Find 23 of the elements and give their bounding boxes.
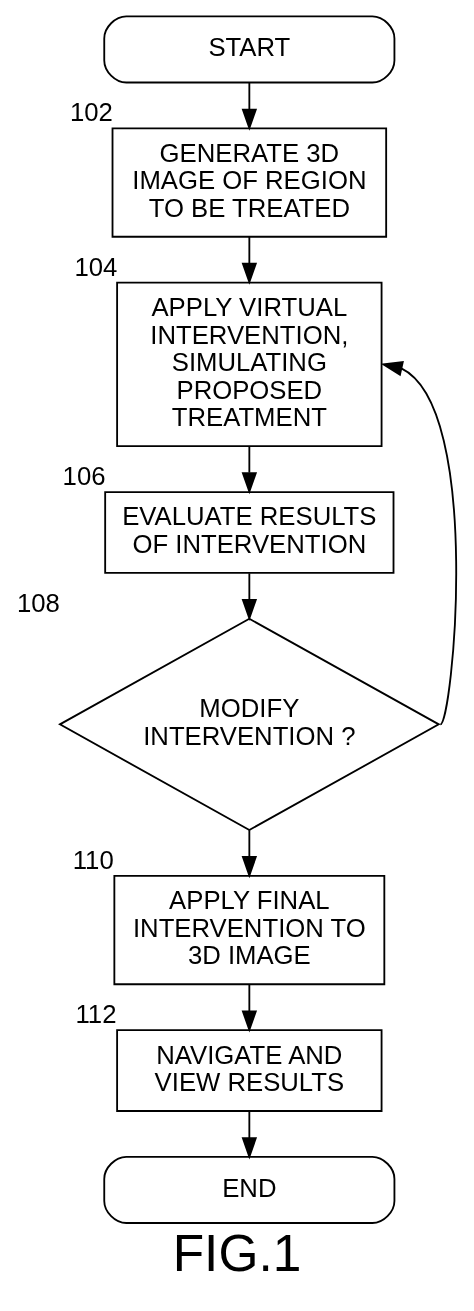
node-box: END (103, 1155, 396, 1224)
node-box: GENERATE 3D IMAGE OF REGION TO BE TREATED (111, 127, 388, 238)
node-label: 106 (62, 462, 106, 491)
node-label: 110 (72, 845, 114, 874)
node-box: APPLY VIRTUAL INTERVENTION, SIMULATING PROPOSED TREATMENT (116, 281, 383, 448)
node-label: 102 (69, 98, 113, 127)
arrow (241, 445, 258, 495)
arrow (241, 236, 258, 285)
node-box: EVALUATE RESULTS OF INTERVENTION (104, 491, 395, 574)
arrow (380, 361, 458, 726)
arrow (241, 1110, 258, 1160)
node-diamond: MODIFY INTERVENTION ? (58, 617, 441, 832)
caption: FIG.1 (172, 1224, 302, 1283)
arrow (241, 572, 258, 622)
node-box: APPLY FINAL INTERVENTION TO 3D IMAGE (113, 874, 386, 986)
node-box: START (103, 15, 396, 84)
arrow (241, 983, 258, 1033)
arrow (241, 829, 258, 879)
arrow (241, 81, 258, 131)
node-label: 108 (17, 588, 60, 617)
node-box: NAVIGATE AND VIEW RESULTS (116, 1029, 383, 1112)
node-label: 104 (74, 252, 118, 281)
node-label: 112 (75, 1000, 117, 1029)
